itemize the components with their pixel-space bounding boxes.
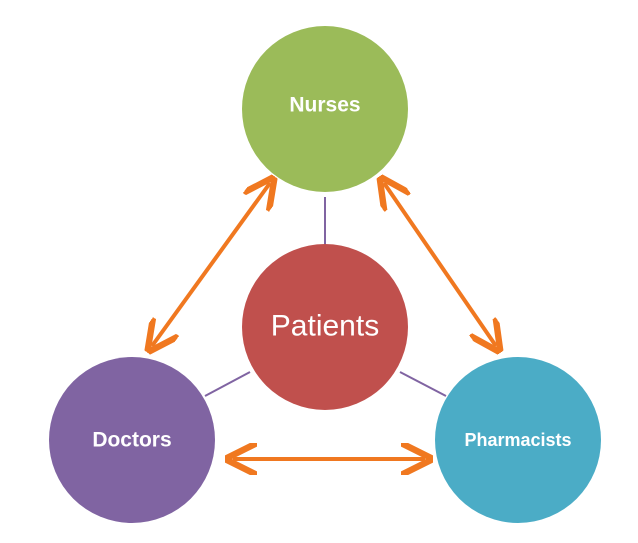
node-patients-label: Patients <box>271 310 379 343</box>
node-doctors-circle <box>49 357 215 523</box>
node-pharmacists-label: Pharmacists <box>464 430 571 450</box>
connector-patients-doctors <box>204 371 251 397</box>
node-nurses: Nurses <box>242 26 408 192</box>
connector-patients-pharmacists <box>399 371 447 397</box>
node-nurses-label: Nurses <box>289 94 360 117</box>
node-pharmacists: Pharmacists <box>435 357 601 523</box>
node-patients: Patients <box>242 244 408 410</box>
node-doctors: Doctors <box>49 357 215 523</box>
arrow-nurses-doctors <box>152 183 270 346</box>
node-nurses-circle <box>242 26 408 192</box>
arrow-nurses-pharmacists <box>384 183 496 346</box>
node-doctors-label: Doctors <box>92 429 171 452</box>
node-patients-circle <box>242 244 408 410</box>
node-pharmacists-circle <box>435 357 601 523</box>
